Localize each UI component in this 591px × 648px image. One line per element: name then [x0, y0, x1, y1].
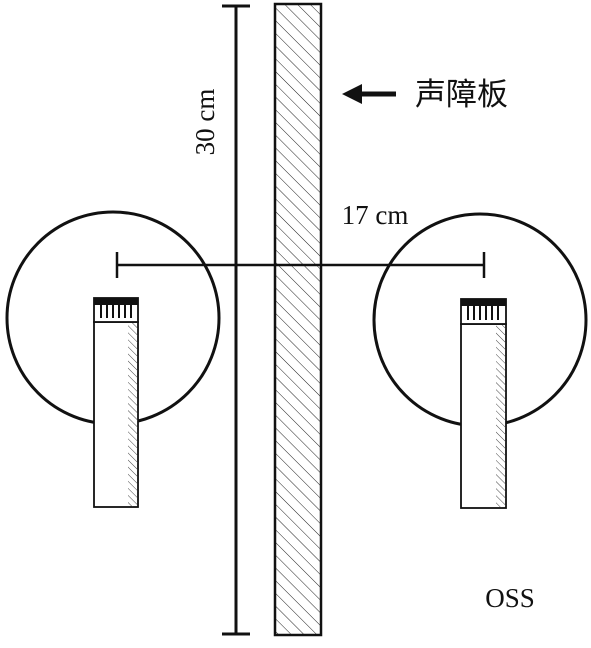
- height-label: 30 cm: [190, 89, 220, 156]
- baffle-label: 声障板: [415, 77, 508, 112]
- arrow-left-icon: [342, 84, 396, 104]
- baffle-panel: [273, 2, 323, 637]
- right-microphone-icon: [460, 298, 507, 509]
- spacing-label: 17 cm: [342, 200, 409, 230]
- left-microphone-icon: [93, 297, 139, 508]
- technique-label: OSS: [485, 583, 535, 613]
- height-dimension: 30 cm: [190, 4, 250, 636]
- spacing-dimension: 17 cm: [115, 200, 486, 278]
